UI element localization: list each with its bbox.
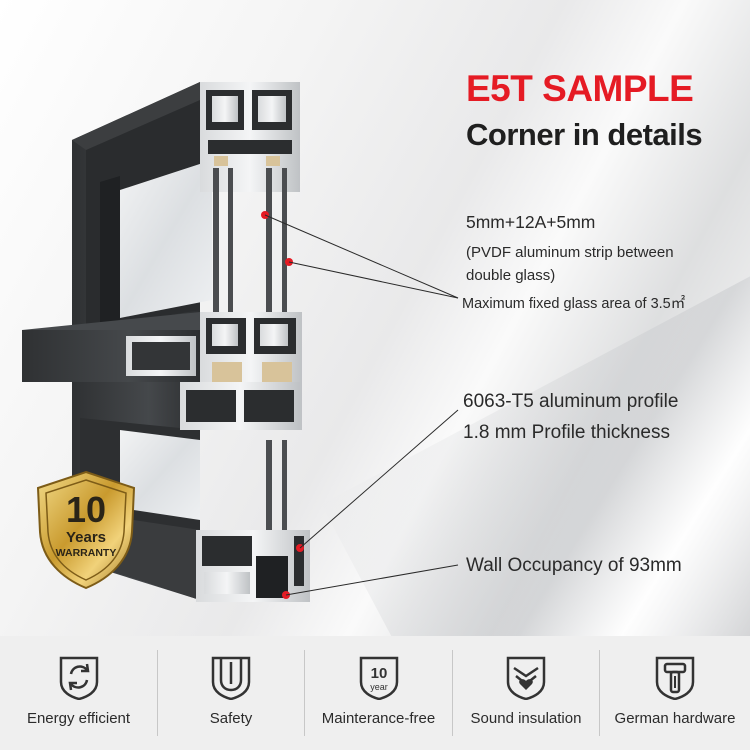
spec-glass-note-line-1: (PVDF aluminum strip between [466,244,674,261]
feature-sound-insulation: Sound insulation [453,636,599,750]
window-profile-illustration [22,82,459,602]
badge-word: WARRANTY [56,547,117,559]
feature-energy-efficient: Energy efficient [0,636,157,750]
feature-label: Safety [209,710,253,727]
spec-wall-occupancy: Wall Occupancy of 93mm [466,555,682,576]
upper-glass [120,160,212,318]
feature-german-hardware: German hardware [600,636,750,750]
spec-glass-note-line-2: double glass) [466,267,556,284]
ten-year-icon: 10 year [359,656,398,700]
handle-hardware-icon [655,656,695,700]
ten-year-icon-unit: year [370,682,388,692]
feature-divider [599,650,600,736]
spec-profile-material: 6063-T5 aluminum profile [463,391,679,412]
feature-label: German hardware [614,710,736,727]
feature-divider [157,650,158,736]
product-stage: E5T SAMPLE Corner in details 5mm+12A+5mm… [0,0,750,636]
page-title: E5T SAMPLE [466,68,694,109]
feature-bar: Energy efficient Safety 10 year Maintera… [0,636,750,750]
page-subtitle: Corner in details [466,117,703,152]
sound-shield-icon [506,656,546,700]
energy-cycle-icon [59,656,98,700]
spec-glass-main: 5mm+12A+5mm [466,212,596,232]
feature-label: Energy efficient [26,710,131,727]
spec-profile-thickness: 1.8 mm Profile thickness [463,422,670,443]
badge-number: 10 [66,489,106,530]
spec-glass-area: Maximum fixed glass area of 3.5㎡ [462,296,686,312]
feature-divider [452,650,453,736]
feature-label: Mainterance-free [321,710,436,727]
badge-unit: Years [66,529,106,546]
feature-divider [304,650,305,736]
feature-safety: Safety [158,636,304,750]
ten-year-icon-number: 10 [370,665,387,682]
feature-maintenance-free: 10 year Mainterance-free [305,636,452,750]
shield-icon [211,656,251,700]
spec-glass-note: (PVDF aluminum strip between double glas… [466,241,674,287]
feature-label: Sound insulation [470,710,582,727]
warranty-badge: 10 Years WARRANTY [36,470,136,590]
